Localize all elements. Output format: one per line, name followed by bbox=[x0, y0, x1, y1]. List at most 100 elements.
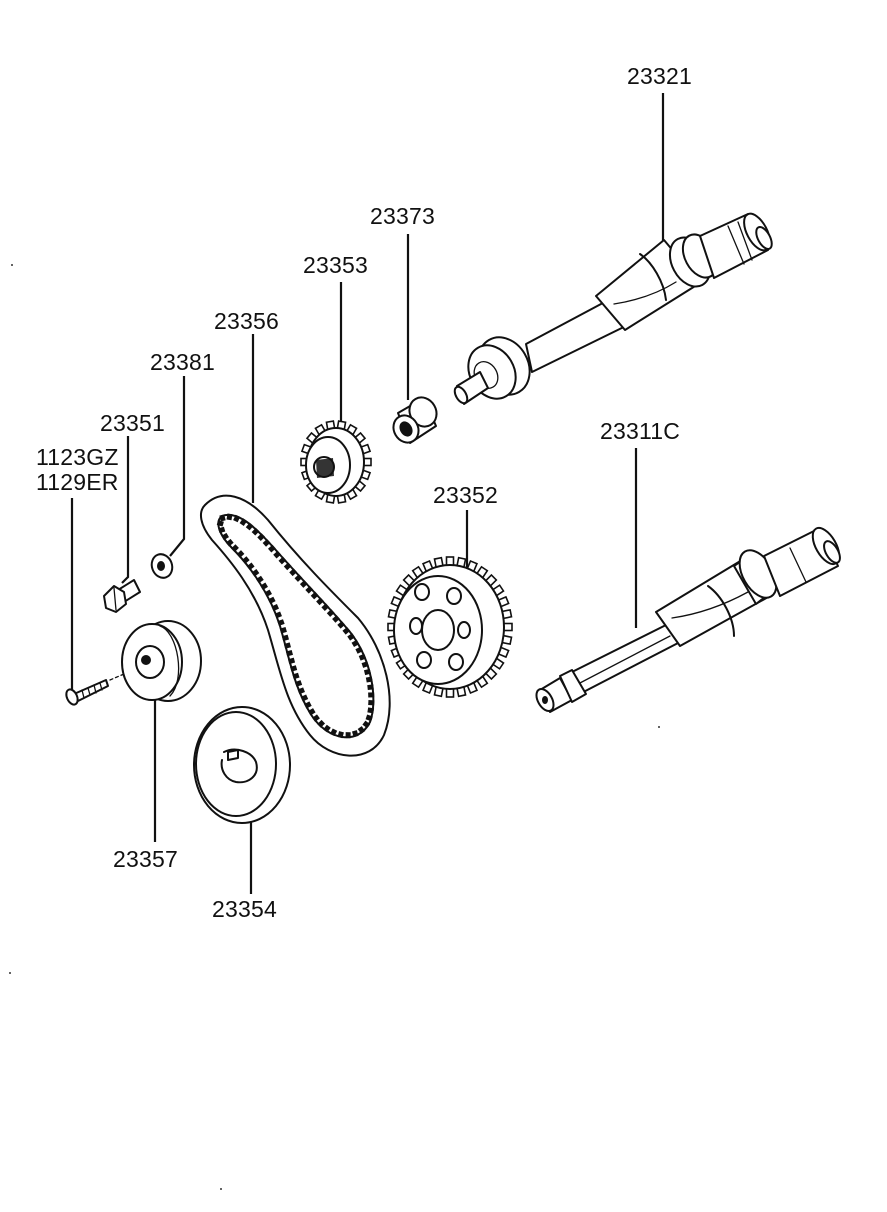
belt-tooth bbox=[241, 556, 250, 564]
belt-tooth bbox=[257, 533, 266, 541]
belt-tooth bbox=[279, 627, 287, 634]
leader-23351 bbox=[121, 436, 130, 584]
belt-tooth bbox=[283, 642, 291, 649]
pulley-23357 bbox=[121, 620, 202, 702]
belt-tooth bbox=[287, 657, 296, 665]
plate-23354 bbox=[193, 706, 291, 824]
belt-tooth bbox=[231, 544, 239, 553]
belt-tooth bbox=[226, 513, 233, 521]
leader-lines bbox=[70, 93, 665, 894]
belt-tooth bbox=[355, 646, 363, 654]
leader-23381 bbox=[169, 376, 186, 557]
belt-tooth bbox=[304, 701, 312, 709]
belt-tooth bbox=[216, 520, 224, 527]
belt-tooth bbox=[367, 684, 374, 691]
label-23356: 23356 bbox=[214, 308, 279, 334]
label-1123gz: 1123GZ bbox=[36, 444, 119, 470]
belt-tooth bbox=[264, 589, 272, 597]
belt-tooth bbox=[271, 604, 279, 612]
label-23353: 23353 bbox=[303, 252, 368, 278]
label-23311c: 23311C bbox=[600, 418, 680, 444]
belt-tooth bbox=[260, 582, 268, 590]
belt-tooth bbox=[312, 714, 320, 722]
scan-speck bbox=[9, 972, 11, 974]
timing-belt-23356 bbox=[199, 494, 391, 757]
bolt-23351 bbox=[103, 579, 141, 613]
belt-tooth bbox=[297, 687, 305, 695]
belt-tooth bbox=[299, 580, 308, 588]
belt-tooth bbox=[330, 728, 338, 737]
belt-tooth bbox=[337, 731, 344, 739]
belt-tooth bbox=[342, 626, 351, 635]
belt-tooth bbox=[274, 611, 282, 619]
belt-tooth bbox=[316, 597, 324, 606]
belt-tooth bbox=[290, 665, 298, 672]
belt-tooth bbox=[233, 514, 241, 523]
belt-tooth bbox=[225, 538, 234, 547]
large-sprocket-23352 bbox=[387, 556, 513, 698]
belt-tooth bbox=[368, 700, 375, 706]
belt-tooth bbox=[368, 692, 375, 698]
label-23373: 23373 bbox=[370, 203, 435, 229]
belt-tooth bbox=[262, 538, 271, 547]
belt-tooth bbox=[361, 661, 369, 668]
belt-tooth bbox=[218, 526, 226, 534]
scan-speck bbox=[11, 264, 13, 266]
belt-tooth bbox=[363, 668, 371, 676]
scan-speck bbox=[658, 726, 660, 728]
label-23357: 23357 bbox=[113, 846, 178, 872]
belt-tooth bbox=[326, 609, 335, 617]
belt-tooth bbox=[305, 585, 314, 594]
belt-tooth bbox=[251, 527, 260, 536]
belt-tooth bbox=[358, 653, 367, 661]
belt-tooth bbox=[277, 619, 285, 626]
washer-23381 bbox=[150, 553, 174, 579]
belt-tooth bbox=[283, 562, 292, 571]
belt-tooth bbox=[251, 569, 260, 577]
timing-belt-teeth bbox=[216, 513, 375, 739]
belt-tooth bbox=[351, 639, 360, 648]
label-23321: 23321 bbox=[627, 63, 692, 89]
belt-tooth bbox=[267, 544, 276, 553]
belt-tooth bbox=[357, 726, 366, 734]
belt-tooth bbox=[351, 730, 359, 738]
belt-tooth bbox=[255, 575, 264, 584]
belt-tooth bbox=[221, 532, 229, 541]
label-23351: 23351 bbox=[100, 410, 165, 436]
belt-tooth bbox=[294, 574, 303, 582]
lower-shaft-23311c bbox=[535, 526, 841, 713]
belt-tooth bbox=[307, 708, 316, 716]
belt-tooth bbox=[332, 615, 340, 623]
belt-tooth bbox=[317, 719, 326, 728]
belt-tooth bbox=[236, 550, 245, 558]
belt-tooth bbox=[362, 720, 371, 729]
belt-tooth bbox=[285, 650, 293, 657]
belt-tooth bbox=[289, 568, 298, 577]
belt-tooth bbox=[337, 620, 346, 629]
belt-tooth bbox=[321, 603, 330, 612]
belt-tooth bbox=[267, 596, 276, 604]
belt-tooth bbox=[281, 634, 289, 642]
belt-tooth bbox=[323, 724, 331, 733]
belt-tooth bbox=[345, 732, 351, 739]
label-1129er: 1129ER bbox=[36, 469, 119, 495]
belt-tooth bbox=[278, 556, 287, 565]
belt-tooth bbox=[245, 522, 254, 531]
belt-tooth bbox=[365, 714, 373, 722]
scan-speck bbox=[220, 1188, 222, 1190]
belt-tooth bbox=[310, 591, 319, 600]
label-23381: 23381 bbox=[150, 349, 215, 375]
belt-tooth bbox=[367, 707, 375, 714]
belt-tooth bbox=[347, 633, 356, 641]
belt-tooth bbox=[246, 562, 255, 571]
belt-tooth bbox=[239, 518, 248, 526]
belt-tooth bbox=[292, 672, 300, 680]
label-23352: 23352 bbox=[433, 482, 498, 508]
upper-shaft-23321 bbox=[453, 212, 773, 405]
bushing-23373 bbox=[392, 396, 438, 444]
small-sprocket-23353 bbox=[300, 420, 372, 504]
belt-tooth bbox=[300, 694, 309, 702]
belt-tooth bbox=[273, 550, 282, 559]
belt-tooth bbox=[219, 514, 226, 522]
